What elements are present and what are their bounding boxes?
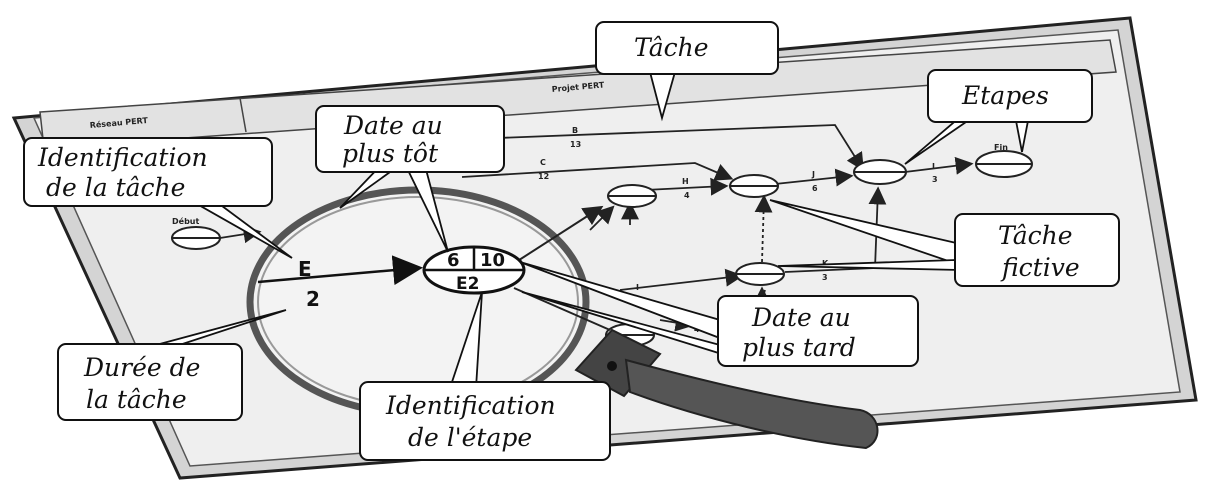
edge-c-duration: 12 xyxy=(538,172,549,181)
callout-ident-etape-line2: de l'étape xyxy=(408,423,532,452)
callout-date-tot-box xyxy=(315,105,505,173)
edge-b-duration: 13 xyxy=(570,140,581,149)
edge-k-duration: 3 xyxy=(822,273,828,282)
edge-c-letter: C xyxy=(540,158,546,167)
edge-i xyxy=(619,268,744,291)
magnifier-lens xyxy=(246,186,590,418)
callout-tache-box xyxy=(595,21,779,75)
callout-etapes-text: Etapes xyxy=(961,81,1049,110)
callout-ident-etape-line1: Identification xyxy=(385,391,556,420)
edge-i-letter: I xyxy=(636,283,639,292)
edge-h-duration: 4 xyxy=(684,191,690,200)
callout-duree-box xyxy=(57,343,243,421)
node-identifier: E2 xyxy=(456,274,479,294)
edge-j-duration: 6 xyxy=(812,184,818,193)
edge-l-duration: 3 xyxy=(932,175,938,184)
label-debut: Début xyxy=(172,216,199,226)
edge-l xyxy=(904,156,974,175)
callout-duree-line2: la tâche xyxy=(86,385,187,414)
callout-date-tard-box xyxy=(717,295,919,367)
callout-etapes-box xyxy=(927,69,1093,123)
edge-j-letter: J xyxy=(811,170,815,179)
magnifier-handle xyxy=(574,328,879,450)
callout-ident-etape-box xyxy=(359,381,611,461)
edge-h-letter: H xyxy=(682,177,689,186)
edge-c xyxy=(461,162,734,181)
edge-j xyxy=(774,168,854,187)
edge-l-letter: L xyxy=(932,162,937,171)
callout-date-tard-line1: Date au xyxy=(751,303,851,332)
network-nodes xyxy=(171,150,1033,347)
magnified-task-arrow xyxy=(257,255,423,286)
callout-ident-tache-line2: de la tâche xyxy=(46,173,185,202)
node-early-date: 6 xyxy=(447,250,460,271)
callout-tache-fictive-line2: fictive xyxy=(1000,253,1080,282)
callout-date-tard-line2: plus tard xyxy=(742,333,856,362)
magnified-task-letter: E xyxy=(298,257,312,281)
magnified-task-duration: 2 xyxy=(306,287,320,311)
callout-date-tot-line1: Date au xyxy=(343,111,443,140)
label-fin: Fin xyxy=(994,143,1008,152)
edge-b xyxy=(497,124,864,172)
edge-b-letter: B xyxy=(572,126,578,135)
callout-tache-text: Tâche xyxy=(634,33,709,62)
callout-boxes xyxy=(23,21,1120,461)
dummy-task-line xyxy=(754,194,773,263)
node-late-date: 10 xyxy=(480,250,505,271)
callout-ident-tache-box xyxy=(23,137,273,207)
callout-tache-fictive-line1: Tâche xyxy=(998,221,1073,250)
callout-tache-fictive-box xyxy=(954,213,1120,287)
callout-ident-tache-line1: Identification xyxy=(37,143,208,172)
edge-h xyxy=(644,177,729,196)
callout-date-tot-line2: plus tôt xyxy=(342,139,439,168)
callout-duree-line1: Durée de xyxy=(83,353,200,382)
